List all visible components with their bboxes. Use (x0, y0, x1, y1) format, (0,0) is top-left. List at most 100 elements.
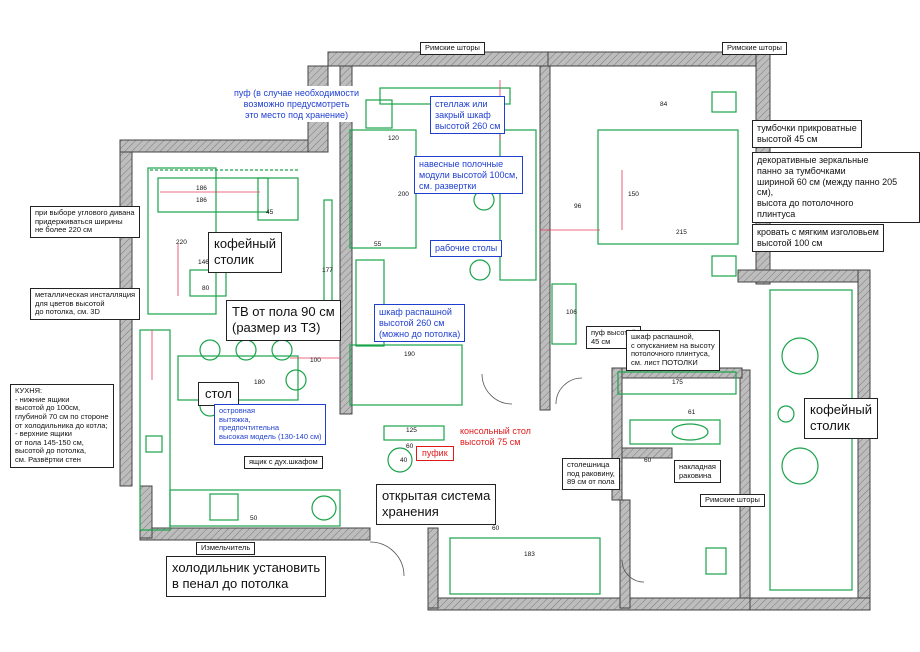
balcony-bench (769, 289, 853, 591)
kitchen-note: КУХНЯ: - нижние ящики высотой до 100см, … (10, 384, 114, 468)
work-tables-note: рабочие столы (430, 240, 503, 257)
dim-125: 125 (406, 427, 417, 434)
kitchen-counter-bottom (169, 489, 341, 527)
wall-balcony-top (737, 269, 869, 283)
doors (369, 373, 645, 583)
roman-shades-top-label: Римские шторы (420, 42, 485, 55)
dim-60a: 60 (406, 443, 414, 450)
wardrobe-lift-note: шкаф распашной, с опусканием на высоту п… (626, 330, 720, 371)
chair-4 (285, 369, 307, 391)
dim-100: 100 (310, 357, 321, 364)
dim-186b: 186 (196, 197, 207, 204)
wardrobe-swing-note: шкаф распашной высотой 260 см (можно до … (374, 304, 466, 343)
shelving-note: стеллаж или закрый шкаф высотой 260 см (430, 96, 506, 135)
dim-183: 183 (524, 551, 535, 558)
kitchen-counter-left (139, 329, 171, 531)
dim-60b: 60 (644, 457, 652, 464)
kitchen-hob (311, 495, 337, 521)
console-table-note: консольный стол высотой 75 см (456, 424, 535, 450)
metal-install-note: металлическая инсталляция для цветов выс… (30, 288, 141, 320)
island-hood-note: островная вытяжка, предпочтительна высок… (214, 404, 327, 445)
nightstand-bottom (711, 255, 737, 277)
roman-shades-bath-label: Римские шторы (700, 494, 765, 507)
balcony-chair-2 (781, 447, 819, 485)
wall-balcony-bottom (737, 597, 871, 611)
pouf-box (365, 99, 393, 129)
dim-177: 177 (322, 267, 333, 274)
dimension-labels: 186 186 45 146 80 177 180 100 220 120 20… (176, 101, 696, 558)
dim-150: 150 (628, 191, 639, 198)
corner-sofa-note: при выборе углового дивана придерживатьс… (30, 206, 140, 238)
dim-186a: 186 (196, 185, 207, 192)
pouf-small (387, 447, 413, 473)
dim-50: 50 (250, 515, 258, 522)
dim-45: 45 (266, 209, 274, 216)
wall-lower-room (427, 527, 439, 609)
chair-3 (271, 339, 293, 361)
balcony-table (777, 405, 795, 423)
wardrobe-swing (355, 259, 385, 347)
sofa-ottoman (257, 177, 299, 221)
open-storage-note: открытая система хранения (376, 484, 497, 525)
dim-106: 106 (566, 309, 577, 316)
countertop-note: столешница под раковину, 89 см от пола (562, 458, 620, 490)
table-note: стол (198, 382, 239, 407)
bath-counter (629, 419, 721, 445)
dim-146: 146 (198, 259, 209, 266)
door-arc-4 (621, 559, 645, 583)
dim-215: 215 (676, 229, 687, 236)
dim-60c: 60 (492, 525, 500, 532)
chair-2 (235, 339, 257, 361)
bed-upper (349, 129, 417, 249)
boiler (145, 435, 163, 453)
dim-96: 96 (574, 203, 582, 210)
dim-40: 40 (400, 457, 408, 464)
lower-storage (449, 537, 601, 595)
dim-190: 190 (404, 351, 415, 358)
pouf-small-note: пуфик (416, 446, 454, 461)
fridge-note: холодильник установить в пенал до потолк… (166, 556, 327, 597)
overhead-sink-note: накладная раковина (674, 460, 721, 484)
door-arc-2 (481, 373, 513, 405)
chair-1 (199, 339, 221, 361)
nightstands-note: тумбочки прикроватные высотой 45 см (752, 120, 862, 148)
wall-balcony-right (857, 269, 871, 611)
wall-bath-right (739, 369, 751, 611)
dim-120: 120 (388, 135, 399, 142)
nightstand-top (711, 91, 737, 113)
coffee-table-right-note: кофейный столик (804, 398, 879, 439)
balcony-chair-1 (781, 337, 819, 375)
dim-200: 200 (398, 191, 409, 198)
dim-80: 80 (202, 285, 210, 292)
wall-bottom-right (427, 597, 751, 611)
dim-175: 175 (672, 379, 683, 386)
pouf-storage-note: пуф (в случае необходимости возможно пре… (230, 86, 364, 123)
desk-chair-2 (469, 259, 491, 281)
wall-bath-left (619, 499, 631, 609)
duct-box-note: ящик с дух.шкафом (244, 456, 323, 469)
wall-bottom-left (139, 527, 371, 541)
dim-61: 61 (688, 409, 696, 416)
bed-note: кровать с мягким изголовьем высотой 100 … (752, 224, 884, 252)
dim-180: 180 (254, 379, 265, 386)
door-arc-3 (555, 377, 583, 405)
roman-shades-top-right-label: Римские шторы (722, 42, 787, 55)
sofa-seat (157, 177, 269, 213)
mirror-panels-note: декоративные зеркальные панно за тумбочк… (752, 152, 920, 223)
tv-note: ТВ от пола 90 см (размер из ТЗ) (226, 300, 341, 341)
kitchen-sink (209, 493, 239, 521)
coffee-table-left (189, 269, 227, 297)
bed-lower (349, 344, 463, 406)
wall-corridor (611, 367, 623, 501)
console-table (383, 425, 445, 441)
desk (499, 129, 537, 281)
wall-top-left (119, 139, 321, 153)
door-arc-1 (369, 541, 405, 577)
dim-220: 220 (176, 239, 187, 246)
dim-55: 55 (374, 241, 382, 248)
grinder-note: Измельчитель (196, 542, 256, 555)
pouf-45 (551, 283, 577, 345)
master-bed (597, 129, 739, 245)
overhead-sink (671, 423, 709, 441)
shelf-modules-note: навесные полочные модули высотой 100см, … (414, 156, 523, 195)
